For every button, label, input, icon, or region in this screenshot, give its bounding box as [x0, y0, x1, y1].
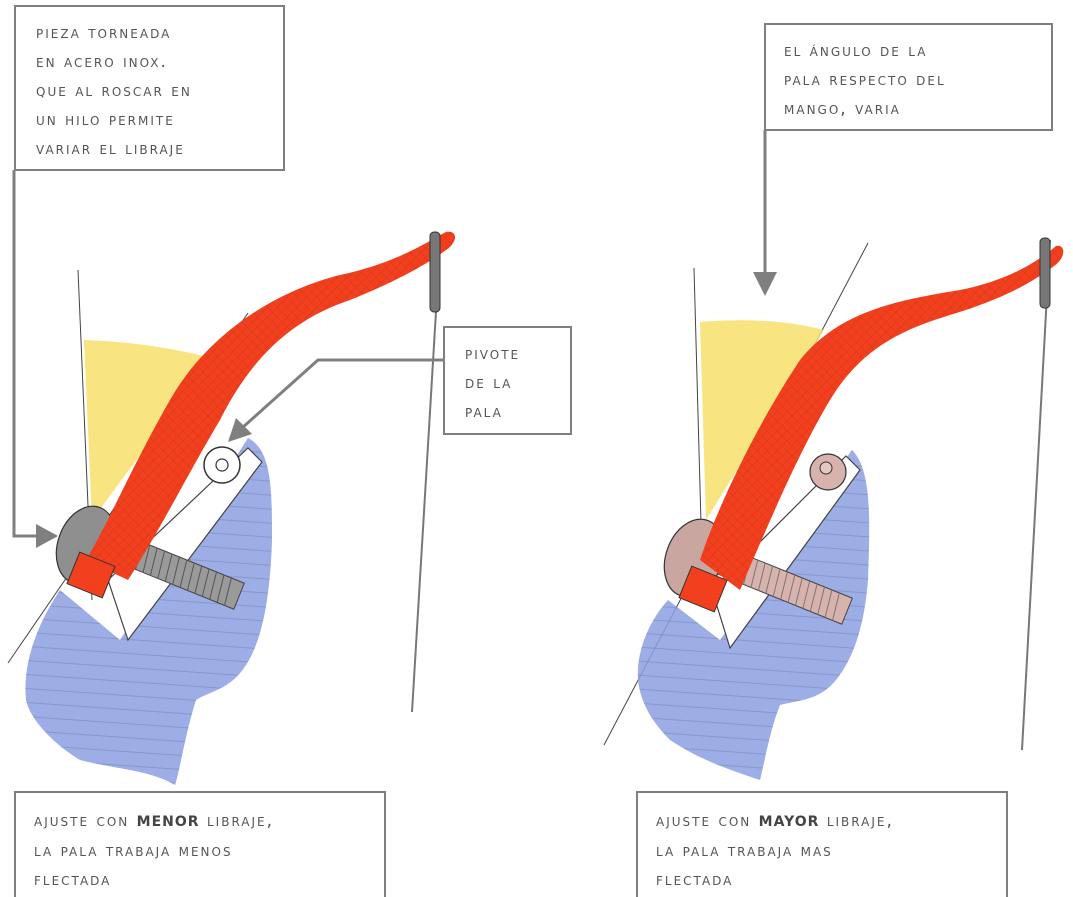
arrow-head [36, 524, 58, 548]
callout-arrows [14, 130, 765, 536]
label-line: pala respecto del [784, 66, 1051, 95]
label-blade-angle: El ángulo de la pala respecto del mango,… [764, 23, 1053, 131]
string-line [412, 245, 440, 712]
label-adjust-low: Ajuste con MENOR libraje, la pala trabaj… [14, 791, 386, 897]
label-line: Pieza torneada [36, 19, 283, 48]
label-line: de la [465, 369, 570, 398]
emphasis-text: MENOR [137, 814, 200, 830]
label-line: flectada [34, 866, 384, 895]
label-line: El ángulo de la [784, 37, 1051, 66]
label-line: Ajuste con MAYOR libraje, [656, 807, 1006, 837]
string-hook [1040, 238, 1050, 308]
label-threaded-piece: Pieza torneada en acero inox. Que al ros… [14, 5, 285, 171]
label-line: variar el libraje [36, 135, 283, 164]
label-line: en acero inox. [36, 48, 283, 77]
label-line: mango, varia [784, 95, 1051, 124]
emphasis-text: MAYOR [759, 814, 820, 830]
arrow-head [753, 272, 777, 296]
label-line: Ajuste con MENOR libraje, [34, 807, 384, 837]
arrow-threaded-piece [14, 170, 38, 536]
string-hook [430, 232, 440, 312]
arrow-pivot [242, 360, 460, 428]
label-line: la pala trabaja menos [34, 837, 384, 866]
label-line: la pala trabaja mas [656, 837, 1006, 866]
label-line: Que al roscar en [36, 77, 283, 106]
label-line: pala [465, 398, 570, 427]
label-line: flectada [656, 866, 1006, 895]
string-line [1022, 240, 1050, 750]
right-mechanism [604, 238, 1063, 780]
label-pivot: Pivote de la pala [443, 326, 572, 435]
pivot-hole [216, 459, 228, 471]
reference-line [694, 268, 702, 560]
label-adjust-high: Ajuste con MAYOR libraje, la pala trabaj… [636, 791, 1008, 897]
label-line: un hilo permite [36, 106, 283, 135]
label-line: Pivote [465, 340, 570, 369]
pivot-hole [820, 462, 832, 474]
left-mechanism [8, 232, 455, 785]
